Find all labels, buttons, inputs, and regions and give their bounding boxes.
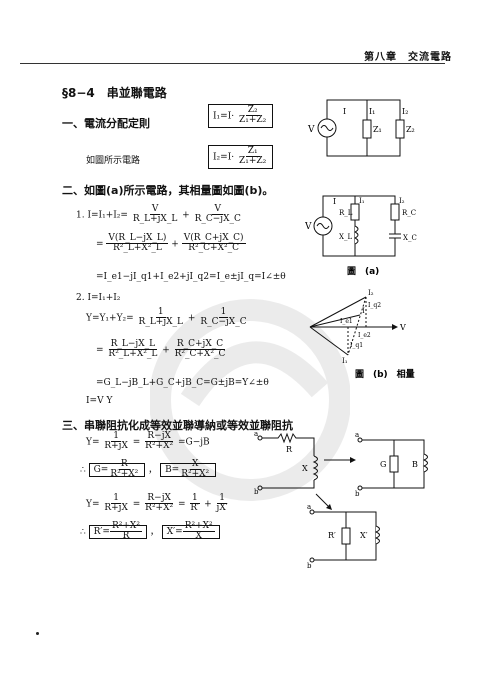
svg-text:I_e1: I_e1	[340, 318, 353, 325]
svg-text:I₂: I₂	[399, 197, 405, 205]
sec2-line2d: I=V Y	[86, 396, 113, 406]
svg-text:X: X	[302, 464, 308, 473]
svg-text:I_q2: I_q2	[368, 302, 381, 309]
svg-text:b: b	[254, 488, 259, 496]
sec2-line2: 2. I=I₁+I₂	[76, 293, 121, 303]
svg-text:I₁: I₁	[342, 357, 348, 365]
svg-text:V: V	[305, 222, 312, 232]
svg-text:I₁: I₁	[359, 197, 365, 205]
svg-text:X′: X′	[360, 531, 368, 540]
svg-text:a: a	[355, 431, 359, 439]
sec2-line1b: = V(R_L−jX_L)R²_L+X²_L + V(R_C+jX_C)R²_C…	[96, 233, 246, 254]
svg-text:I: I	[362, 307, 365, 315]
svg-text:a: a	[254, 430, 258, 438]
svg-text:I: I	[343, 107, 346, 116]
svg-text:B: B	[412, 460, 418, 469]
svg-text:圖 (a): 圖 (a)	[347, 266, 379, 277]
sec1-heading: 一、電流分配定則	[62, 117, 150, 130]
svg-text:R_L: R_L	[339, 209, 353, 217]
figure-b-phasor: I₂ I_q2 I I_e1 I_e2 I_q1 I₁ V 圖 (b) 相量	[309, 289, 415, 380]
figure-a-circuit: V I I₁ I₂ R_L R_C X_L X_C 圖 (a)	[305, 195, 417, 277]
svg-text:Z₂: Z₂	[406, 125, 415, 134]
svg-text:R_C: R_C	[402, 209, 416, 217]
svg-text:V: V	[307, 125, 315, 135]
svg-text:Z₁: Z₁	[373, 125, 382, 134]
sec2-line1c: =I_e1−jI_q1+I_e2+jI_q2=I_e±jI_q=I∠±θ	[96, 272, 286, 282]
svg-text:I₁: I₁	[369, 107, 375, 116]
sec2-heading: 二、如圖(a)所示電路，其相量圖如圖(b)。	[62, 184, 274, 197]
svg-text:X_C: X_C	[403, 234, 417, 242]
chapter-header: 第八章 交流電路	[364, 52, 452, 63]
svg-text:b: b	[307, 562, 312, 570]
svg-text:I: I	[333, 197, 336, 206]
svg-text:G: G	[380, 460, 386, 469]
svg-text:b: b	[355, 490, 360, 498]
sec2-line2c: =G_L−jB_L+G_C+jB_C=G±jB=Y∠±θ	[96, 378, 269, 388]
page-mark	[36, 632, 39, 635]
series-parallel-equivalent-circuits: a b R X a b G B a b R′ X′	[254, 430, 428, 570]
svg-text:圖 (b) 相量: 圖 (b) 相量	[355, 368, 415, 380]
sec1-note: 如圖所示電路	[86, 156, 141, 166]
svg-text:R: R	[286, 445, 293, 454]
svg-text:R′: R′	[328, 531, 336, 540]
header-rule	[20, 63, 445, 64]
svg-text:V: V	[399, 323, 406, 332]
current-divider-circuit: V I I₁ I₂ Z₁ Z₂	[307, 99, 415, 157]
svg-text:a: a	[307, 503, 311, 511]
svg-text:I_q1: I_q1	[350, 342, 363, 349]
sec3-heading: 三、串聯阻抗化成等效並聯導納或等效並聯阻抗	[62, 419, 293, 432]
svg-text:I₂: I₂	[402, 107, 408, 116]
watermark-logo	[150, 299, 350, 501]
svg-text:I₂: I₂	[368, 289, 374, 297]
svg-text:X_L: X_L	[339, 233, 352, 241]
svg-text:I_e2: I_e2	[358, 332, 371, 339]
section-title: §8−4 串並聯電路	[62, 86, 167, 100]
